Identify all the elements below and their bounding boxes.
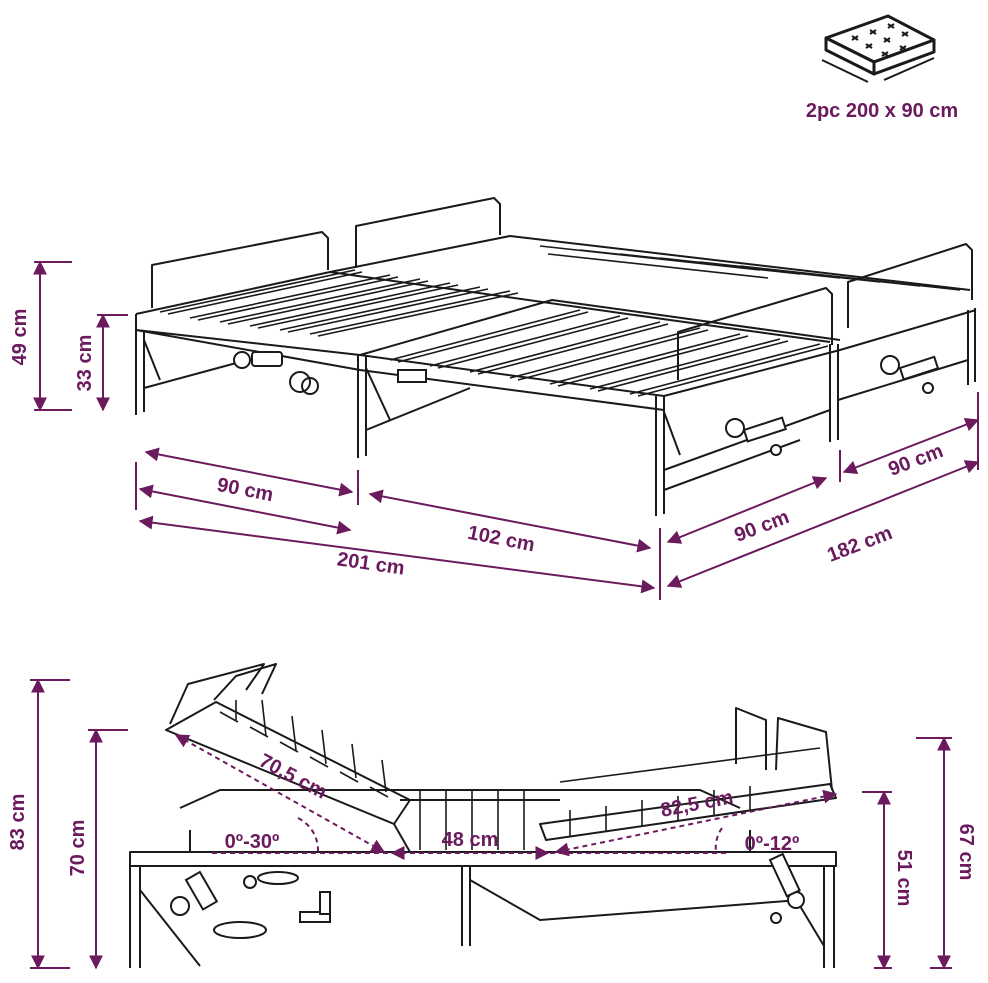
dim-height-frame: 33 cm <box>74 335 96 392</box>
dim-depth-right: 90 cm <box>885 440 946 481</box>
motor-side <box>170 852 805 939</box>
dim-side-height-head: 70 cm <box>67 820 89 877</box>
dim-width-left: 90 cm <box>215 474 275 506</box>
dim-width-total: 182 cm <box>824 522 895 567</box>
dim-head-section: 70,5 cm <box>255 750 330 804</box>
slats-iso <box>159 245 961 397</box>
side-dashed-guides <box>174 734 838 860</box>
dim-foot-angle: 0º-12º <box>745 833 800 855</box>
dim-side-height-total: 83 cm <box>7 794 29 851</box>
dim-length-total: 201 cm <box>336 548 406 579</box>
top-dimensions <box>33 260 980 600</box>
dim-foot-height-inner: 51 cm <box>893 850 915 907</box>
side-dimensions <box>30 678 952 970</box>
motor-iso <box>233 351 940 456</box>
mattress-label: 2pc 200 x 90 cm <box>806 100 958 122</box>
dim-mid-section: 48 cm <box>442 829 499 851</box>
dim-foot-height-outer: 67 cm <box>955 824 977 881</box>
dim-head-angle: 0º-30º <box>225 831 280 853</box>
dim-mid-length: 102 cm <box>466 522 537 557</box>
dim-height-total: 49 cm <box>9 309 31 366</box>
mattress-icon <box>821 14 936 83</box>
